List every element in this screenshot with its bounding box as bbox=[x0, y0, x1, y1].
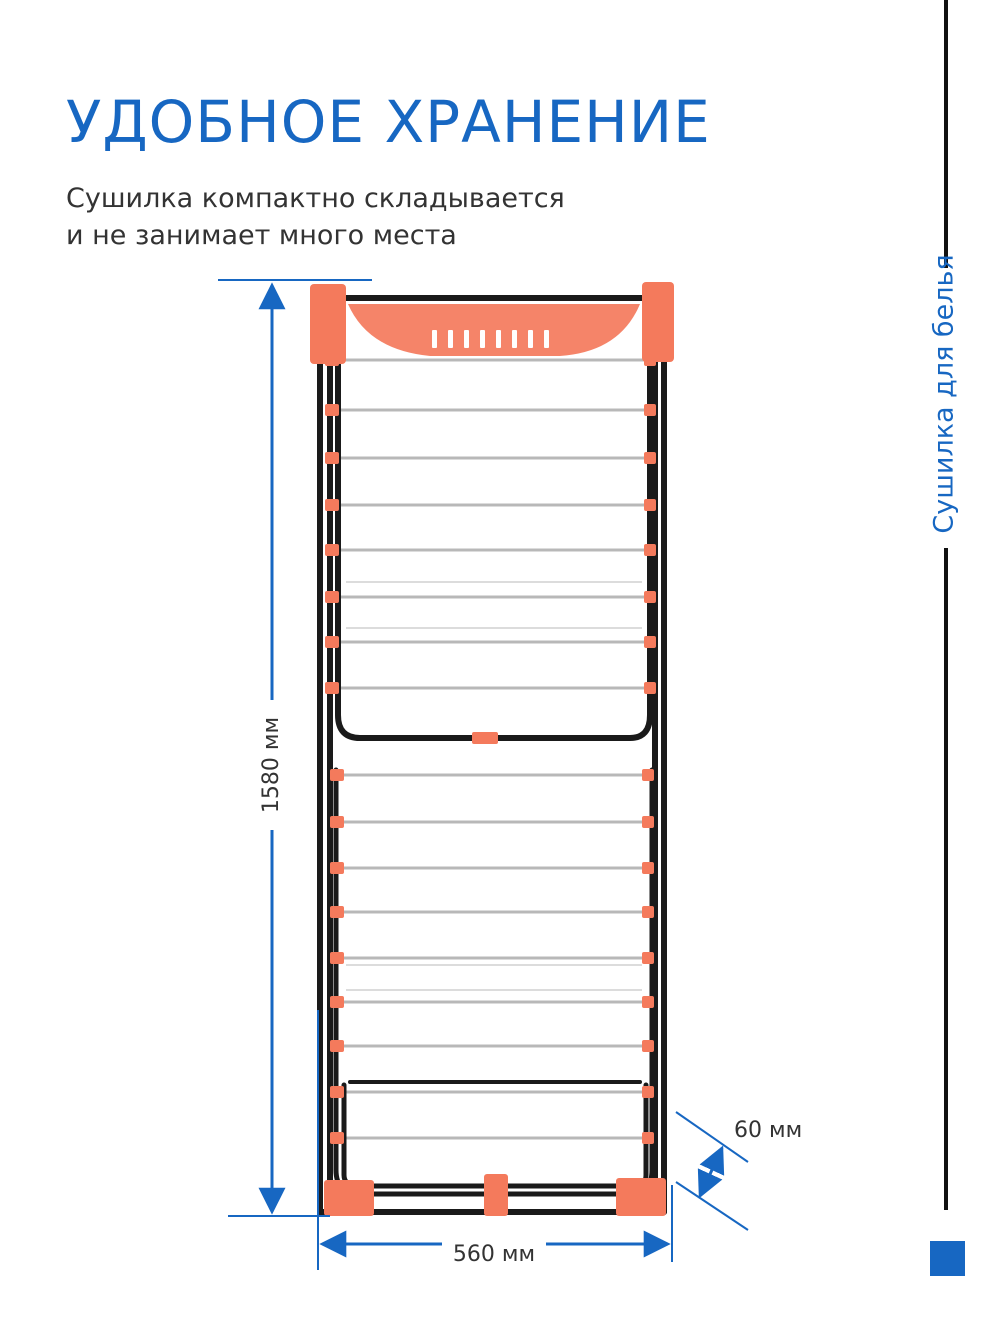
handle-slot bbox=[480, 330, 485, 348]
corner-caps bbox=[310, 282, 674, 1216]
top-handle bbox=[348, 304, 640, 356]
width-label: 560 мм bbox=[453, 1242, 535, 1267]
rod-clip bbox=[644, 682, 656, 694]
rod-clips bbox=[325, 354, 656, 1144]
rod-clip bbox=[325, 682, 339, 694]
dimension-depth: 60 мм bbox=[675, 1111, 802, 1231]
dimension-height: 1580 мм bbox=[218, 279, 372, 1217]
rod-clip bbox=[644, 452, 656, 464]
rod-clip bbox=[330, 816, 344, 828]
rod-clip bbox=[642, 816, 654, 828]
rod-clip bbox=[330, 1086, 344, 1098]
rod-clip bbox=[325, 499, 339, 511]
depth-label: 60 мм bbox=[734, 1118, 802, 1143]
handle-slot bbox=[544, 330, 549, 348]
dryer-frame bbox=[317, 293, 667, 1215]
rod-clip bbox=[642, 862, 654, 874]
subtitle-line-2: и не занимает много места bbox=[66, 220, 457, 251]
rod-clip bbox=[325, 544, 339, 556]
rod-clip bbox=[644, 354, 656, 366]
rod-clip bbox=[644, 636, 656, 648]
height-label: 1580 мм bbox=[259, 717, 284, 813]
rod-clip bbox=[642, 1132, 654, 1144]
handle-slot bbox=[432, 330, 437, 348]
rod-clip bbox=[330, 769, 344, 781]
side-rule-top bbox=[944, 0, 948, 268]
rod-clip bbox=[642, 1040, 654, 1052]
rod-clip bbox=[642, 996, 654, 1008]
page-title: УДОБНОЕ ХРАНЕНИЕ bbox=[66, 88, 711, 156]
rod-clip bbox=[325, 636, 339, 648]
rod-clip bbox=[330, 1040, 344, 1052]
rod-clip bbox=[644, 404, 656, 416]
handle-slot bbox=[496, 330, 501, 348]
handle-slot bbox=[448, 330, 453, 348]
rod-clip bbox=[325, 452, 339, 464]
rod-clip bbox=[330, 1132, 344, 1144]
subtitle: Сушилка компактно складывается и не зани… bbox=[66, 180, 565, 254]
rod-clip bbox=[325, 591, 339, 603]
rod-clip bbox=[330, 862, 344, 874]
rod-clip bbox=[325, 404, 339, 416]
accent-square bbox=[930, 1241, 965, 1276]
rod-clip bbox=[642, 1086, 654, 1098]
rod-clip bbox=[330, 952, 344, 964]
rod-clip bbox=[325, 354, 339, 366]
subtitle-line-1: Сушилка компактно складывается bbox=[66, 183, 565, 214]
rod-clip bbox=[330, 996, 344, 1008]
rod-clip bbox=[642, 769, 654, 781]
side-rule-bottom bbox=[944, 548, 948, 1210]
handle-slot bbox=[528, 330, 533, 348]
rod-clip bbox=[644, 591, 656, 603]
rod-clip bbox=[642, 952, 654, 964]
rod-clip bbox=[644, 544, 656, 556]
rod-clip bbox=[642, 906, 654, 918]
dimension-width: 560 мм bbox=[317, 1010, 673, 1270]
handle-slot bbox=[464, 330, 469, 348]
handle-slot bbox=[512, 330, 517, 348]
rod-clip bbox=[644, 499, 656, 511]
rod-clip bbox=[330, 906, 344, 918]
drying-rods bbox=[338, 358, 652, 1140]
